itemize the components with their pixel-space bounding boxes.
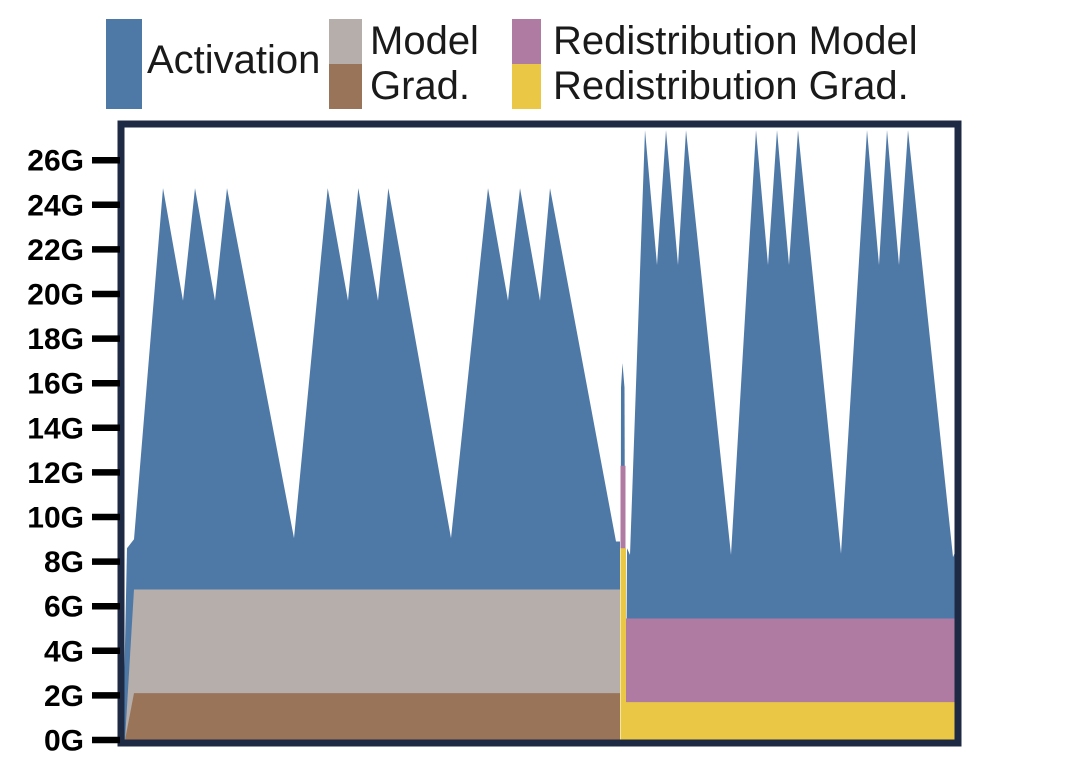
y-tick-label: 6G xyxy=(44,591,84,624)
y-tick-label: 10G xyxy=(27,502,84,535)
model-swatch xyxy=(329,19,362,64)
grad-legend-label: Grad. xyxy=(370,64,471,108)
area-redistribution-grad-spike xyxy=(620,548,626,740)
activation-swatch xyxy=(106,19,142,109)
y-tick-label: 4G xyxy=(44,635,84,668)
y-tick-label: 16G xyxy=(27,368,84,401)
y-tick-label: 0G xyxy=(44,725,84,758)
y-tick-label: 18G xyxy=(27,323,84,356)
area-grad xyxy=(125,693,620,740)
area-redistribution-grad xyxy=(626,702,955,740)
chart-legend: Activation Model Grad. Redistribution Mo… xyxy=(0,0,1080,118)
y-tick-label: 20G xyxy=(27,279,84,312)
y-tick-label: 14G xyxy=(27,412,84,445)
y-tick-label: 12G xyxy=(27,457,84,490)
y-tick-label: 26G xyxy=(27,145,84,178)
redistribution-model-legend-label: Redistribution Model xyxy=(553,19,918,63)
activation-legend-label: Activation xyxy=(147,37,321,82)
y-tick-label: 24G xyxy=(27,189,84,222)
grad-swatch xyxy=(329,64,362,109)
redistribution-grad-legend-label: Redistribution Grad. xyxy=(553,64,909,108)
area-activation-redistributed xyxy=(626,130,955,741)
y-tick-label: 2G xyxy=(44,680,84,713)
model-legend-label: Model xyxy=(370,19,479,63)
y-tick-label: 8G xyxy=(44,546,84,579)
plot-border xyxy=(117,120,962,747)
redistribution-grad-swatch xyxy=(512,64,541,109)
redistribution-model-swatch xyxy=(512,19,541,64)
y-tick-label: 22G xyxy=(27,234,84,267)
